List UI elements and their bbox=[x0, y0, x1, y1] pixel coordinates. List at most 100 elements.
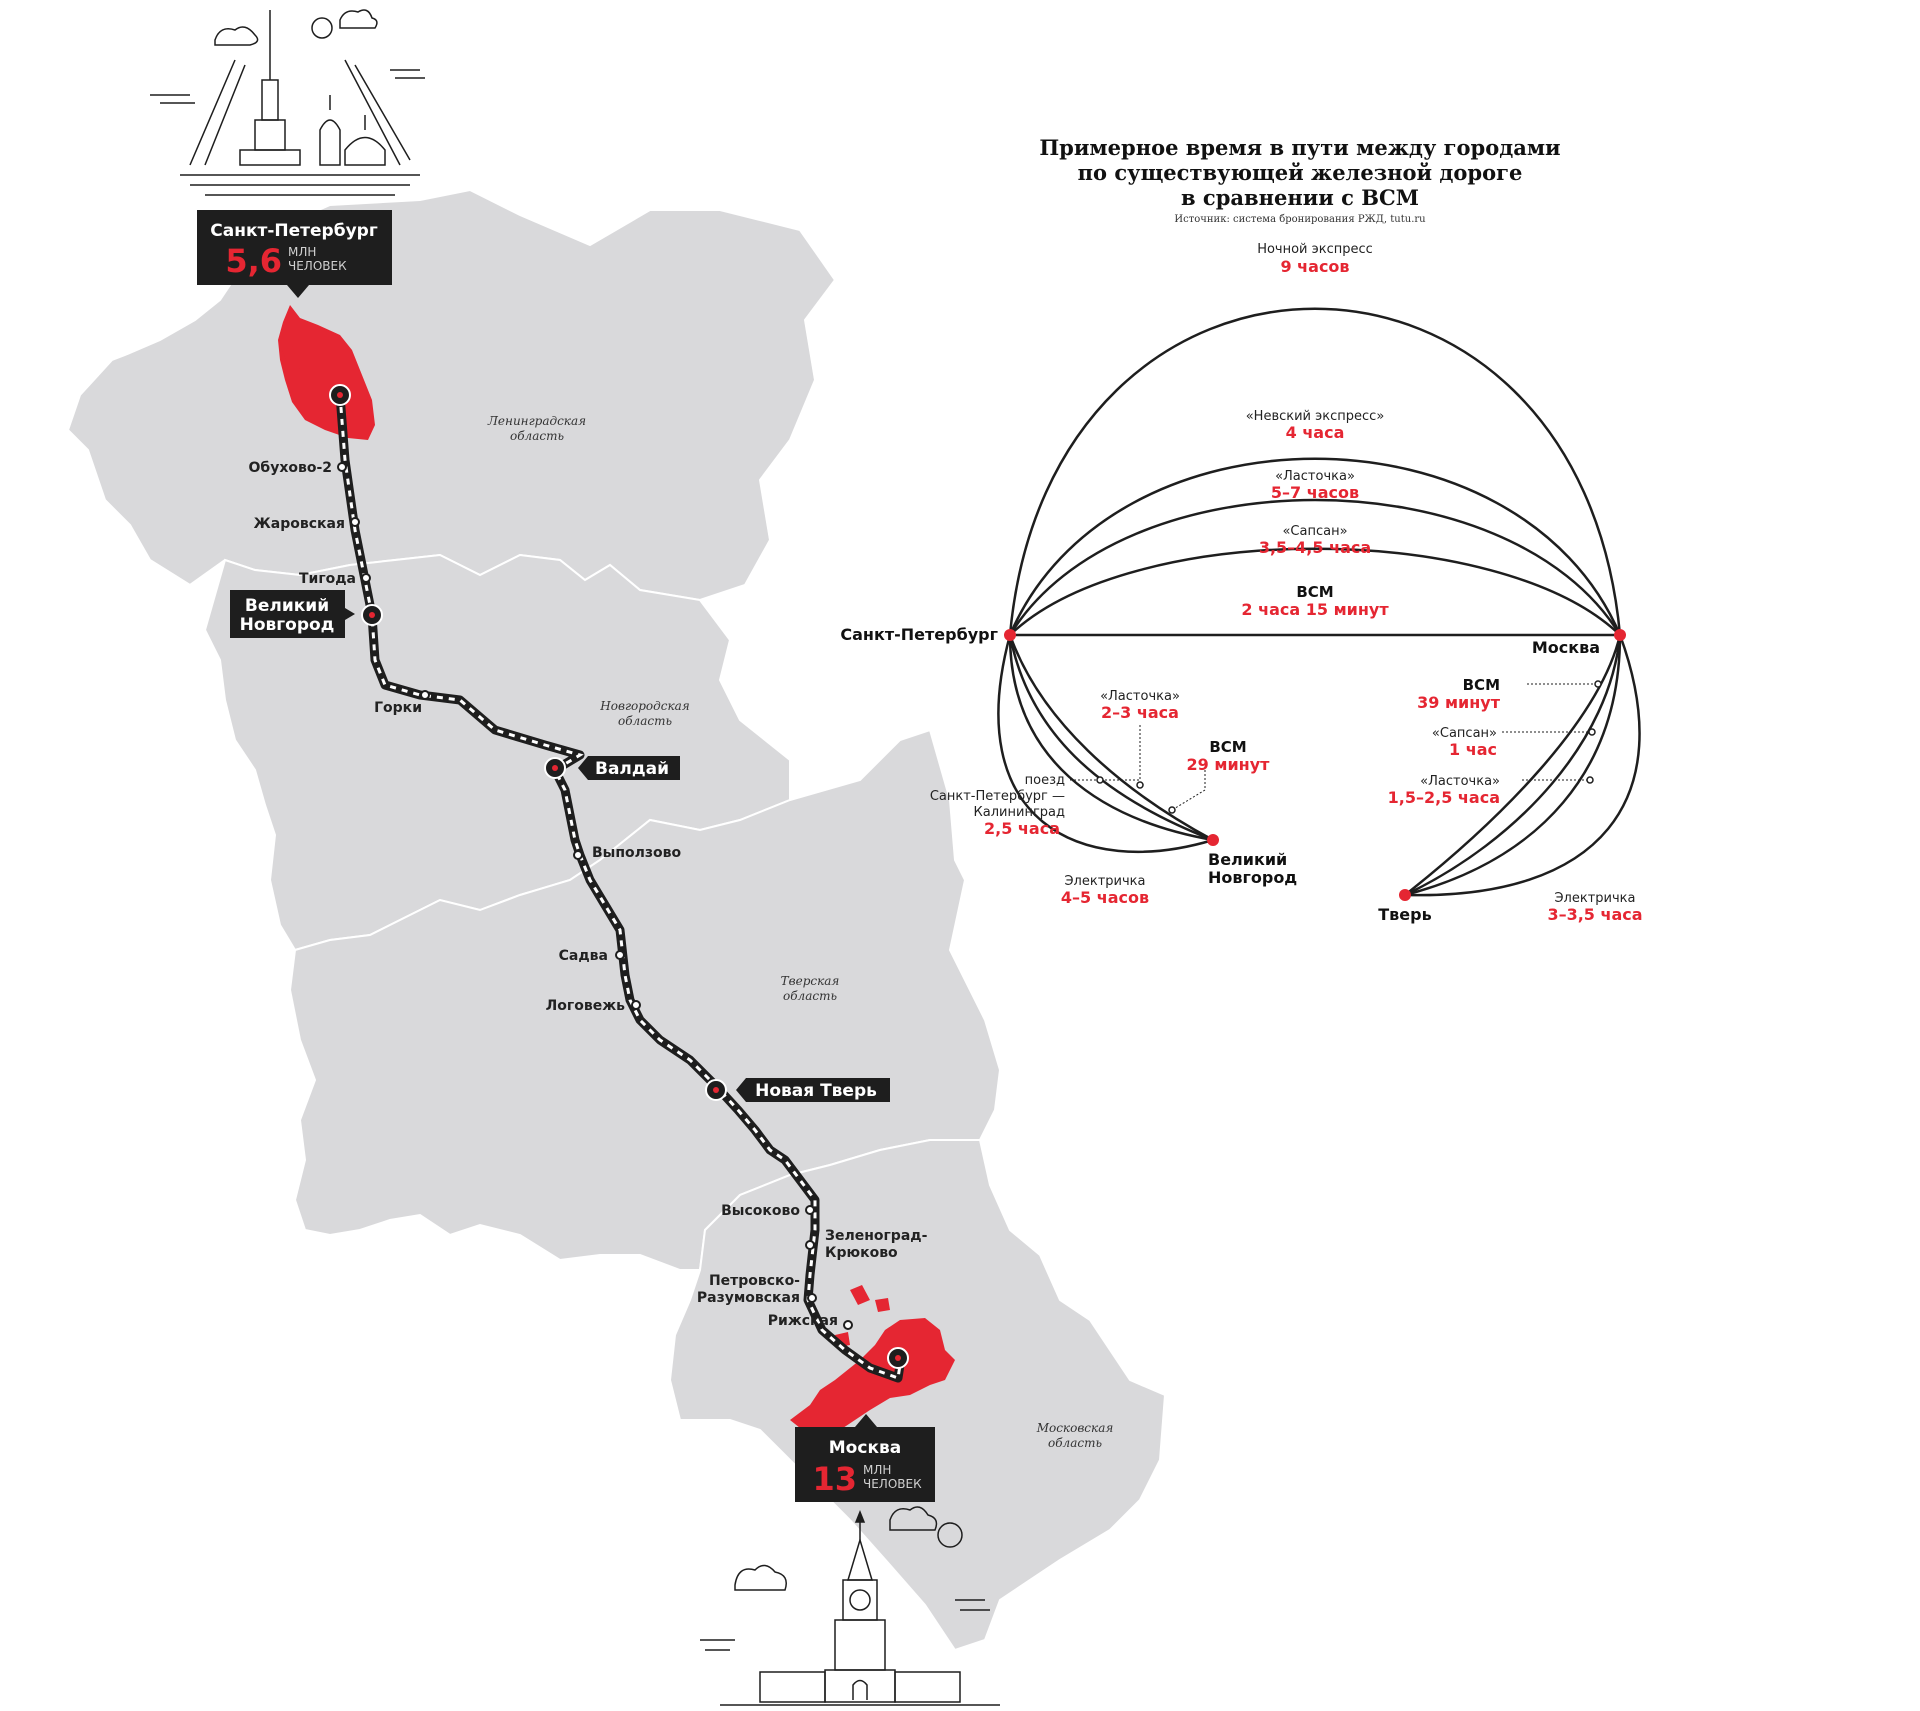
leader-lines bbox=[1070, 683, 1598, 811]
station-label-vypolzovo: Выползово bbox=[592, 845, 681, 861]
callout-spb-unit1: МЛН bbox=[288, 245, 316, 259]
major-dot-novaya-tver-center bbox=[713, 1087, 719, 1093]
leningrad-region bbox=[66, 188, 837, 602]
spb-city-area bbox=[278, 305, 375, 440]
arc-nevsky bbox=[1008, 457, 1622, 636]
station-label-petrovsko-2: Разумовская bbox=[697, 1290, 800, 1306]
label-tver-elektrichka-name: Электричка bbox=[1554, 891, 1635, 906]
label-vsm-name: ВСМ bbox=[1296, 583, 1333, 601]
station-dot-obukhovo bbox=[337, 462, 347, 472]
dot-novgorod bbox=[1207, 834, 1219, 846]
label-sapsan-time: 3,5–4,5 часа bbox=[1259, 538, 1371, 557]
callout-msk-pop: 13 bbox=[812, 1460, 857, 1498]
arc-msk-tver-lastochka bbox=[1404, 634, 1622, 897]
station-dot-rizhskaya bbox=[843, 1320, 853, 1330]
arc-msk-tver-elektrichka bbox=[1404, 634, 1641, 897]
station-dot-gorki bbox=[420, 690, 430, 700]
arc-sapsan bbox=[1009, 547, 1621, 636]
label-valdai: Валдай bbox=[595, 759, 669, 779]
station-dot-zharovskaya bbox=[350, 517, 360, 527]
label-novaya-tver: Новая Тверь bbox=[755, 1081, 877, 1101]
terminal-dot-spb-center bbox=[337, 392, 343, 398]
diagram-city-dots bbox=[1004, 629, 1626, 901]
arc-spb-nov-lastochka bbox=[1008, 634, 1214, 842]
label-lastochka-name: «Ласточка» bbox=[1275, 469, 1355, 484]
kremlin-tower-icon bbox=[700, 1506, 1000, 1706]
title-line-2: по существующей железной дороге bbox=[1078, 160, 1523, 185]
label-nevsky-time: 4 часа bbox=[1286, 423, 1345, 442]
label-nov-elektrichka-time: 4–5 часов bbox=[1061, 888, 1149, 907]
label-tver-elektrichka-time: 3–3,5 часа bbox=[1547, 905, 1642, 924]
label-nov-train-l3: Калининград bbox=[974, 805, 1065, 820]
map-land bbox=[66, 188, 1167, 1652]
station-label-sadva: Садва bbox=[559, 948, 608, 964]
label-tver-lastochka-time: 1,5–2,5 часа bbox=[1388, 788, 1500, 807]
arc-msk-tver-sapsan bbox=[1404, 634, 1622, 897]
station-dot-zelenograd bbox=[805, 1240, 815, 1250]
city-label-novgorod-1: Великий bbox=[1208, 850, 1287, 869]
diagram-arcs bbox=[997, 307, 1641, 897]
label-box-novgorod: Великий Новгород bbox=[230, 590, 355, 638]
city-areas bbox=[278, 305, 955, 1432]
major-station-labels: Великий Новгород Валдай Новая Тверь bbox=[230, 590, 890, 1102]
region-label-leningrad: Ленинградская bbox=[487, 414, 586, 428]
spb-novgorod-labels: «Ласточка» 2–3 часа ВСМ 29 минут поезд С… bbox=[930, 689, 1270, 907]
callout-moscow: Москва 13 МЛН ЧЕЛОВЕК bbox=[795, 1414, 935, 1502]
region-label-moscow: Московская bbox=[1036, 1421, 1114, 1435]
city-label-novgorod-2: Новгород bbox=[1208, 868, 1297, 887]
station-dot-sadva bbox=[615, 950, 625, 960]
callout-msk-unit2: ЧЕЛОВЕК bbox=[863, 1477, 922, 1491]
city-label-spb: Санкт-Петербург bbox=[840, 625, 998, 644]
label-nov-vsm-time: 29 минут bbox=[1187, 755, 1271, 774]
callout-spb-unit2: ЧЕЛОВЕК bbox=[288, 259, 347, 273]
station-label-obukhovo: Обухово-2 bbox=[249, 460, 332, 476]
label-nov-train-l1: поезд bbox=[1025, 773, 1065, 788]
station-label-vysokovo: Высоково bbox=[721, 1203, 800, 1219]
region-label-tver: Тверская bbox=[781, 974, 840, 988]
label-box-valdai: Валдай bbox=[578, 756, 680, 780]
label-nov-train-time: 2,5 часа bbox=[984, 819, 1060, 838]
label-lastochka-time: 5–7 часов bbox=[1271, 483, 1359, 502]
region-label-novgorod: Новгородская bbox=[599, 699, 690, 713]
label-night-name: Ночной экспресс bbox=[1257, 242, 1373, 257]
arc-lastochka bbox=[1008, 498, 1622, 636]
arc-spb-nov-vsm bbox=[1008, 634, 1214, 842]
station-label-zelenograd-2: Крюково bbox=[825, 1245, 898, 1261]
station-label-zharovskaya: Жаровская bbox=[254, 516, 345, 532]
major-dot-valdai-center bbox=[552, 765, 558, 771]
arc-spb-nov-train bbox=[1008, 634, 1214, 842]
label-tver-vsm-name: ВСМ bbox=[1463, 676, 1500, 694]
small-station-labels: Обухово-2 Жаровская Тигода Горки Выползо… bbox=[249, 460, 928, 1329]
title-line-3: в сравнении с ВСМ bbox=[1181, 185, 1419, 210]
label-box-novaya-tver: Новая Тверь bbox=[736, 1078, 890, 1102]
station-label-rizhskaya: Рижская bbox=[768, 1313, 838, 1329]
station-dot-vysokovo bbox=[805, 1205, 815, 1215]
spb-city-island-2 bbox=[288, 365, 300, 378]
leader-dots bbox=[1096, 680, 1602, 814]
spb-city-island-1 bbox=[282, 345, 296, 360]
label-nov-lastochka-time: 2–3 часа bbox=[1101, 703, 1179, 722]
region-label-moscow-oblast: область bbox=[1048, 1436, 1102, 1450]
label-tver-sapsan-time: 1 час bbox=[1449, 740, 1497, 759]
terminal-dot-moscow-center bbox=[895, 1355, 901, 1361]
label-nov-vsm-name: ВСМ bbox=[1209, 738, 1246, 756]
spb-skyline-icon bbox=[150, 9, 425, 196]
label-tver-vsm-time: 39 минут bbox=[1417, 693, 1501, 712]
station-label-zelenograd-1: Зеленоград- bbox=[825, 1228, 928, 1244]
label-nov-elektrichka-name: Электричка bbox=[1064, 874, 1145, 889]
label-nevsky-name: «Невский экспресс» bbox=[1246, 409, 1385, 424]
region-labels: Ленинградская область Новгородская облас… bbox=[487, 414, 1113, 1450]
label-nov-lastochka-name: «Ласточка» bbox=[1100, 689, 1180, 704]
title-source: Источник: система бронирования РЖД, tutu… bbox=[1174, 214, 1426, 225]
msk-tver-labels: ВСМ 39 минут «Сапсан» 1 час «Ласточка» 1… bbox=[1388, 676, 1643, 924]
arc-msk-tver-vsm bbox=[1404, 634, 1622, 896]
title-line-1: Примерное время в пути между городами bbox=[1039, 135, 1560, 160]
major-dot-novgorod-center bbox=[369, 612, 375, 618]
station-label-tigoda: Тигода bbox=[299, 571, 356, 587]
small-stations bbox=[337, 462, 853, 1330]
label-nov-train-l2: Санкт-Петербург — bbox=[930, 789, 1065, 804]
region-label-novgorod-oblast: область bbox=[618, 714, 672, 728]
dot-tver bbox=[1399, 889, 1411, 901]
station-label-logovezh: Логовежь bbox=[546, 998, 625, 1014]
